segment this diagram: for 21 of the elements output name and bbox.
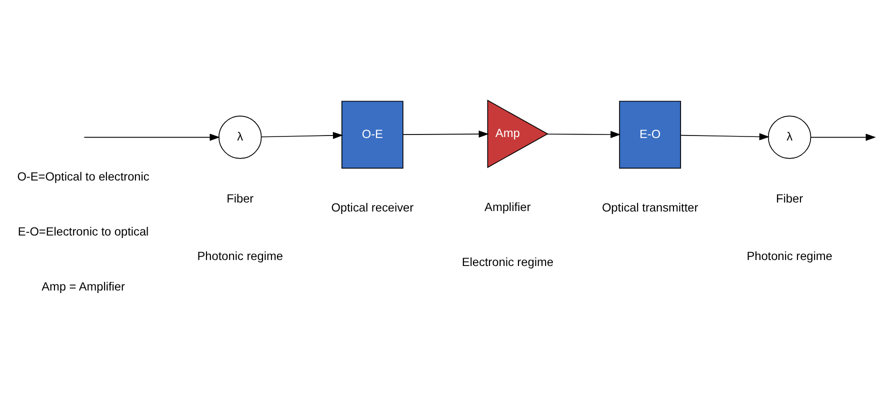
label: Electronic regime <box>462 254 554 268</box>
node-box: E-O <box>619 100 682 168</box>
node-label: Optical receiver <box>331 200 414 214</box>
node-label: Fiber <box>776 190 804 205</box>
node-box: O-E <box>341 100 404 168</box>
label: O-E=Optical to electronic <box>17 168 150 183</box>
label: Photonic regime <box>197 248 283 262</box>
node-circle: λ <box>218 115 262 158</box>
node-label: Amplifier <box>484 199 531 214</box>
arrow <box>546 130 621 138</box>
node-label: Fiber <box>226 190 254 205</box>
label: Photonic regime <box>746 248 832 262</box>
label: Amp = Amplifier <box>42 278 125 293</box>
arrow <box>402 130 489 138</box>
label: E-O=Electronic to optical <box>18 224 149 238</box>
arrow <box>84 133 220 140</box>
node-circle: λ <box>768 115 812 158</box>
arrow <box>260 131 344 139</box>
arrow <box>680 132 770 140</box>
arrow <box>810 133 876 140</box>
node-label: Optical transmitter <box>602 200 698 214</box>
